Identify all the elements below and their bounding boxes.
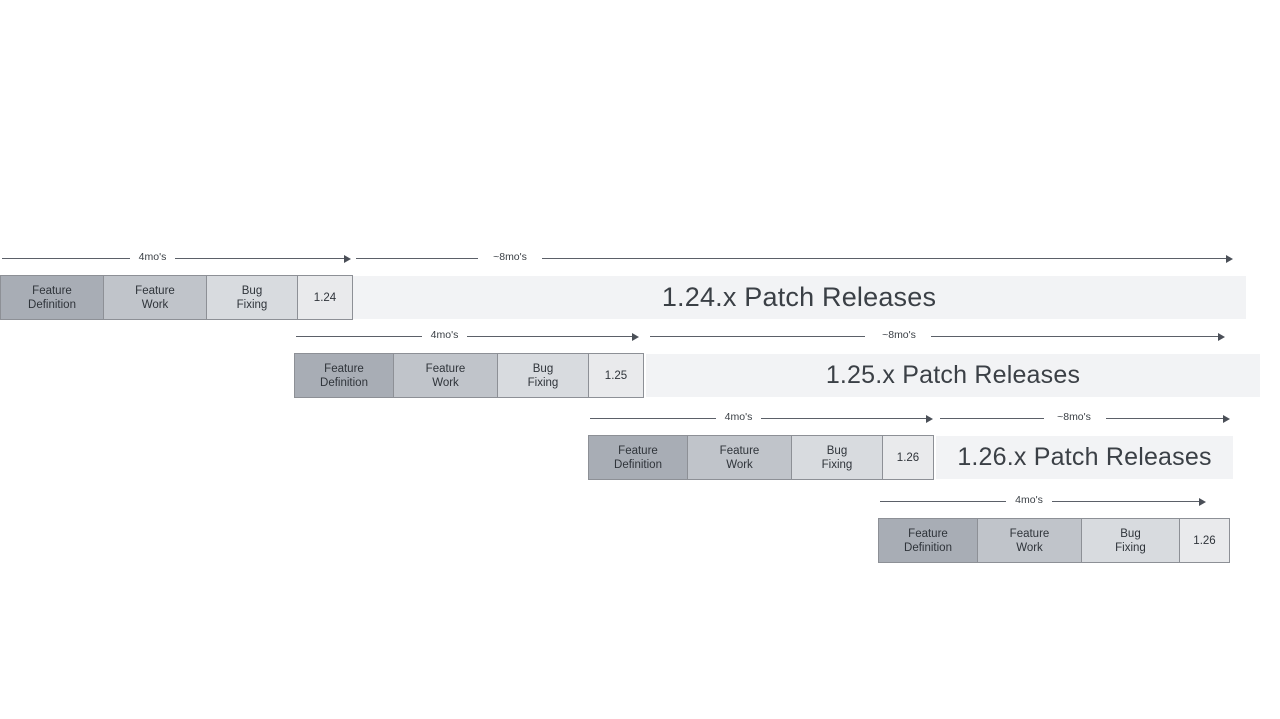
- phase-box-bug-fixing[interactable]: Bug Fixing: [1081, 518, 1180, 563]
- phase-label-line1: Bug: [241, 284, 263, 297]
- measure-line-left: [880, 501, 1006, 502]
- patch-duration-measure-1-26: ~8mo's: [936, 411, 1234, 427]
- dev-duration-label: 4mo's: [138, 251, 167, 263]
- measure-line-right: [175, 258, 345, 259]
- patch-release-label: 1.25.x Patch Releases: [825, 361, 1081, 389]
- phase-label-line2: Fixing: [1115, 541, 1146, 554]
- measure-line-right: [467, 336, 633, 337]
- phase-label-line2: Definition: [320, 376, 368, 389]
- measure-line-left: [296, 336, 422, 337]
- phase-label-line1: Feature: [324, 362, 364, 375]
- patch-duration-label: ~8mo's: [882, 329, 916, 341]
- phase-box-bug-fixing[interactable]: Bug Fixing: [206, 275, 298, 320]
- measure-arrowhead: [1223, 414, 1230, 423]
- phase-label-line2: Work: [141, 298, 169, 311]
- patch-release-label: 1.26.x Patch Releases: [957, 443, 1212, 471]
- phase-box-feature-definition[interactable]: Feature Definition: [294, 353, 394, 398]
- measure-arrowhead: [1218, 332, 1225, 341]
- phase-label-line1: Feature: [32, 284, 72, 297]
- phase-label-line2: Definition: [614, 458, 662, 471]
- phase-box-feature-work[interactable]: Feature Work: [687, 435, 792, 480]
- measure-arrowhead: [1226, 254, 1233, 263]
- measure-line-left: [590, 418, 716, 419]
- patch-release-band-1-25: 1.25.x Patch Releases: [646, 354, 1260, 397]
- phase-label-line1: Feature: [135, 284, 175, 297]
- phase-label-line1: Feature: [908, 527, 948, 540]
- dev-duration-label: 4mo's: [430, 329, 459, 341]
- measure-arrowhead: [1199, 497, 1206, 506]
- phase-strip-1-26-next: Feature Definition Feature Work Bug Fixi…: [878, 518, 1230, 563]
- phase-label-line2: Fixing: [527, 376, 559, 389]
- phase-box-feature-work[interactable]: Feature Work: [977, 518, 1082, 563]
- dev-duration-measure-1-25: 4mo's: [294, 329, 642, 345]
- patch-duration-measure-1-25: ~8mo's: [646, 329, 1231, 345]
- dev-duration-measure-1-24: 4mo's: [0, 251, 352, 267]
- phase-label-line1: Feature: [719, 444, 760, 457]
- measure-line-right: [542, 258, 1227, 259]
- version-label: 1.24: [313, 291, 337, 304]
- phase-label-line2: Fixing: [821, 458, 853, 471]
- version-label: 1.26: [896, 451, 920, 464]
- phase-box-feature-definition[interactable]: Feature Definition: [588, 435, 688, 480]
- phase-label-line1: Bug: [532, 362, 554, 375]
- measure-line-right: [931, 336, 1219, 337]
- dev-duration-measure-1-26-next: 4mo's: [878, 494, 1210, 510]
- patch-duration-label: ~8mo's: [1057, 411, 1091, 423]
- measure-arrowhead: [632, 332, 639, 341]
- version-label: 1.26: [1193, 534, 1216, 547]
- measure-arrowhead: [344, 254, 351, 263]
- phase-label-line1: Feature: [1009, 527, 1050, 540]
- phase-label-line2: Work: [726, 458, 753, 471]
- phase-box-bug-fixing[interactable]: Bug Fixing: [791, 435, 883, 480]
- phase-label-line1: Bug: [826, 444, 848, 457]
- phase-strip-1-26: Feature Definition Feature Work Bug Fixi…: [588, 435, 934, 480]
- phase-box-feature-work[interactable]: Feature Work: [393, 353, 498, 398]
- measure-line-right: [1106, 418, 1224, 419]
- phase-label-line2: Work: [432, 376, 459, 389]
- patch-duration-label: ~8mo's: [493, 251, 527, 263]
- phase-strip-1-24: Feature Definition Feature Work Bug Fixi…: [0, 275, 353, 320]
- version-box[interactable]: 1.26: [1179, 518, 1230, 563]
- measure-line-left: [2, 258, 130, 259]
- version-label: 1.25: [604, 369, 628, 382]
- patch-release-band-1-24: 1.24.x Patch Releases: [352, 276, 1246, 319]
- phase-label-line1: Feature: [425, 362, 466, 375]
- patch-release-band-1-26: 1.26.x Patch Releases: [936, 436, 1233, 479]
- phase-box-bug-fixing[interactable]: Bug Fixing: [497, 353, 589, 398]
- patch-duration-measure-1-24: ~8mo's: [352, 251, 1237, 267]
- dev-duration-label: 4mo's: [1015, 494, 1043, 506]
- dev-duration-label: 4mo's: [724, 411, 753, 423]
- measure-line-right: [1052, 501, 1200, 502]
- version-box[interactable]: 1.24: [297, 275, 353, 320]
- phase-box-feature-definition[interactable]: Feature Definition: [0, 275, 104, 320]
- version-box[interactable]: 1.25: [588, 353, 644, 398]
- measure-line-left: [650, 336, 865, 337]
- phase-label-line1: Feature: [618, 444, 658, 457]
- measure-arrowhead: [926, 414, 933, 423]
- phase-label-line2: Work: [1016, 541, 1043, 554]
- patch-release-label: 1.24.x Patch Releases: [661, 282, 937, 312]
- phase-label-line2: Fixing: [236, 298, 268, 311]
- phase-strip-1-25: Feature Definition Feature Work Bug Fixi…: [294, 353, 644, 398]
- phase-label-line2: Definition: [28, 298, 76, 311]
- phase-box-feature-definition[interactable]: Feature Definition: [878, 518, 978, 563]
- version-box[interactable]: 1.26: [882, 435, 934, 480]
- phase-label-line2: Definition: [904, 541, 952, 554]
- measure-line-right: [761, 418, 927, 419]
- phase-label-line1: Bug: [1120, 527, 1141, 540]
- phase-box-feature-work[interactable]: Feature Work: [103, 275, 207, 320]
- measure-line-left: [940, 418, 1044, 419]
- dev-duration-measure-1-26: 4mo's: [588, 411, 936, 427]
- measure-line-left: [356, 258, 478, 259]
